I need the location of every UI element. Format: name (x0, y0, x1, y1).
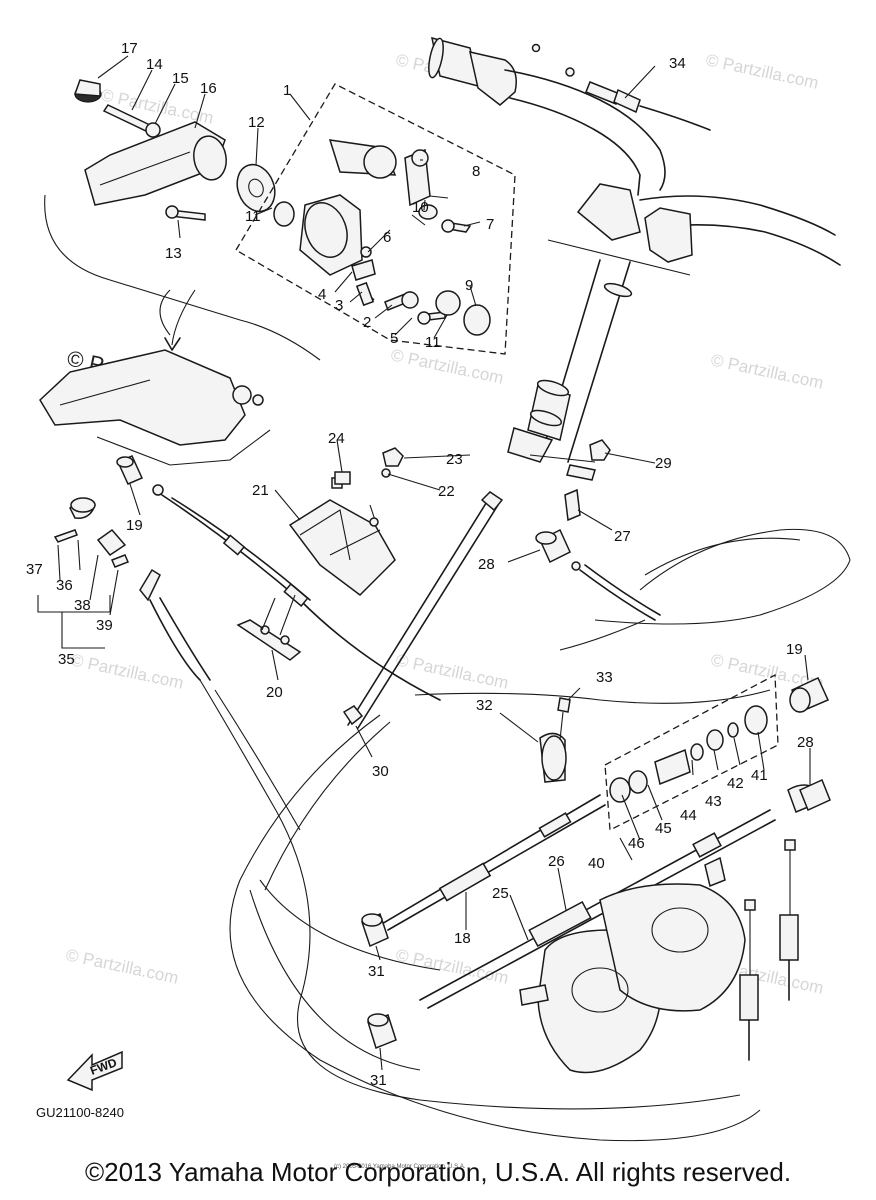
callout-24: 24 (328, 430, 345, 447)
callout-28: 28 (478, 556, 495, 573)
callout-33: 33 (596, 669, 613, 686)
callout-36: 36 (56, 577, 73, 594)
callout-28: 28 (797, 734, 814, 751)
callout-17: 17 (121, 40, 138, 57)
callout-42: 42 (727, 775, 744, 792)
watermark: © Partzilla.com (709, 350, 825, 392)
clamp-32 (539, 697, 571, 783)
cable-30 (342, 491, 504, 729)
throttle-lever-assembly (44, 79, 321, 361)
callout-43: 43 (705, 793, 722, 810)
plate-20 (236, 594, 302, 661)
callout-16: 16 (200, 80, 217, 97)
callout-30: 30 (372, 763, 389, 780)
callout-9: 9 (465, 277, 473, 294)
callout-4: 4 (318, 286, 326, 303)
watermark: © Partzilla.com (69, 650, 185, 692)
cable-28 (535, 528, 661, 621)
callout-26: 26 (548, 853, 565, 870)
small-print: (c) 2005-2016 Yamaha Motor Corporation, … (334, 1164, 466, 1170)
watermark: © Partzilla.com (64, 945, 180, 987)
copyright-notice: ©2013 Yamaha Motor Corporation, U.S.A. A… (84, 1157, 792, 1187)
callout-23: 23 (446, 451, 463, 468)
callout-5: 5 (390, 330, 398, 347)
choke-cable-19 (116, 455, 441, 701)
cable-18 (379, 794, 606, 931)
callout-38: 38 (74, 597, 91, 614)
nuts-22-23-24 (334, 447, 404, 485)
callout-37: 37 (26, 561, 43, 578)
callout-25: 25 (492, 885, 509, 902)
cable-assembly-35 (37, 497, 211, 681)
callout-8: 8 (472, 163, 480, 180)
callout-31: 31 (368, 963, 385, 980)
callout-27: 27 (614, 528, 631, 545)
handlebar (428, 36, 841, 463)
callout-40: 40 (588, 855, 605, 872)
callout-21: 21 (252, 482, 269, 499)
callout-3: 3 (335, 297, 343, 314)
callout-19: 19 (786, 641, 803, 658)
fittings-19-28 (789, 677, 831, 812)
callout-45: 45 (655, 820, 672, 837)
routing-cables (199, 528, 851, 1142)
callout-6: 6 (383, 229, 391, 246)
leader-lines (57, 55, 811, 1071)
callout-19: 19 (126, 517, 143, 534)
callout-7: 7 (486, 216, 494, 233)
watermark: © Partzilla.com (99, 85, 215, 127)
assembled-lever-view (39, 349, 271, 466)
callout-34: 34 (669, 55, 686, 72)
fuel-lines (739, 839, 799, 1061)
callout-12: 12 (248, 114, 265, 131)
throttle-cable-34 (531, 43, 711, 131)
callout-14: 14 (146, 56, 163, 73)
bracket-21 (288, 477, 396, 596)
bracket-29 (564, 439, 611, 522)
watermark: © Partzilla.com (389, 345, 505, 387)
callout-11: 11 (425, 334, 441, 351)
watermark: © Partzilla.com (704, 50, 820, 92)
cylinders-31 (361, 912, 397, 1049)
callout-35: 35 (58, 651, 75, 668)
carburetors (519, 856, 746, 1074)
watermark: © Partzilla.com (394, 945, 510, 987)
callout-39: 39 (96, 617, 113, 634)
callout-32: 32 (476, 697, 493, 714)
callout-31: 31 (370, 1072, 387, 1089)
callout-15: 15 (172, 70, 189, 87)
drawing-code: GU21100-8240 (36, 1105, 124, 1120)
callout-41: 41 (751, 767, 768, 784)
callout-20: 20 (266, 684, 283, 701)
callout-10: 10 (412, 199, 429, 216)
callout-11: 11 (245, 208, 261, 225)
callout-29: 29 (655, 455, 672, 472)
cable-fitting-group-40 (604, 673, 779, 832)
callout-44: 44 (680, 807, 697, 824)
leader-arrow (164, 289, 196, 351)
watermarks: © Partzilla.com © Partzilla.com © Partzi… (64, 50, 825, 997)
callout-22: 22 (438, 483, 455, 500)
watermark: © Partzilla.com (394, 650, 510, 692)
callouts: 17 14 15 16 1 12 8 7 10 11 13 6 9 4 3 2 … (26, 40, 814, 1089)
callout-13: 13 (165, 245, 182, 262)
fwd-arrow: FWD (66, 1050, 123, 1092)
callout-18: 18 (454, 930, 471, 947)
callout-1: 1 (283, 82, 291, 99)
callout-46: 46 (628, 835, 645, 852)
switch-assembly-group-1 (235, 83, 516, 355)
callout-2: 2 (363, 314, 371, 331)
